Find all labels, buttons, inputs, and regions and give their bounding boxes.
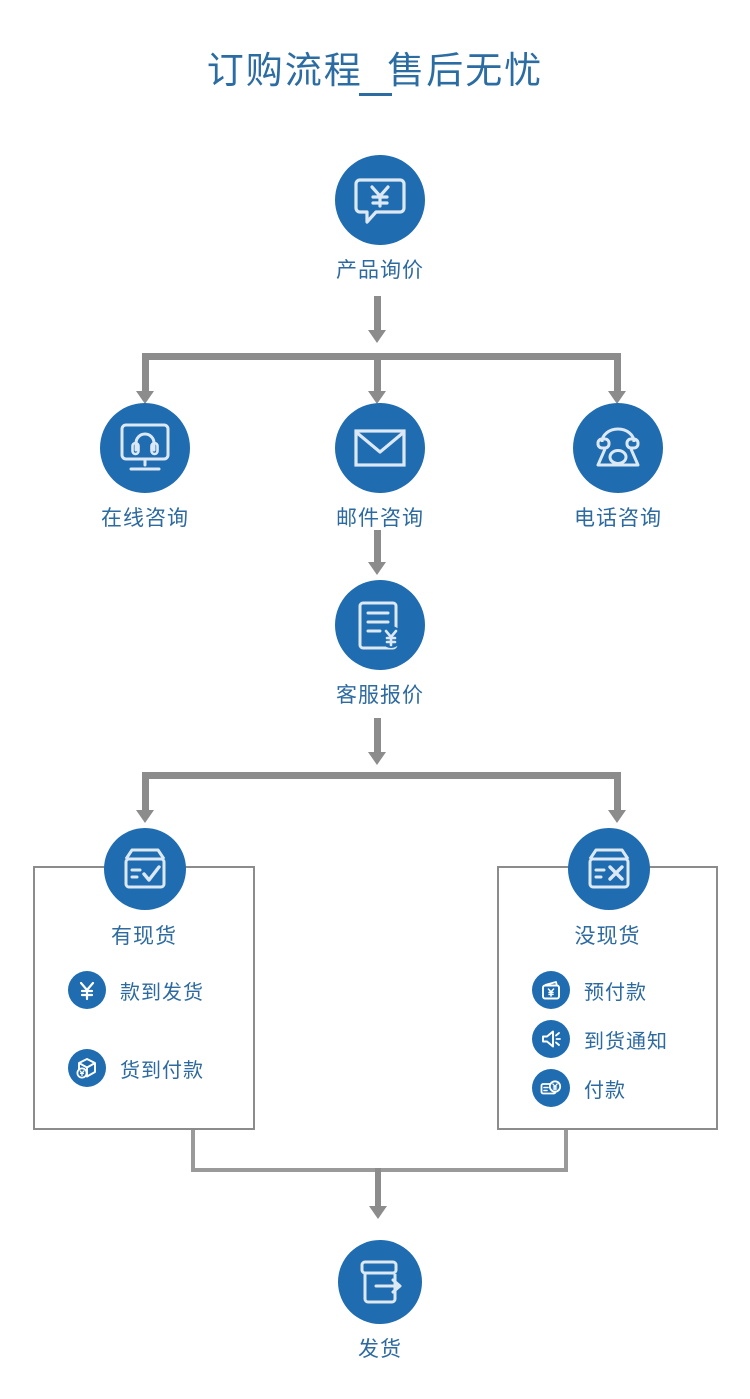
arrowhead-phone [608, 391, 626, 404]
connector-merge-left-drop [191, 1130, 195, 1172]
envelope-icon [353, 427, 407, 469]
node-label: 发货 [358, 1338, 402, 1361]
connector-merge-to-end [375, 1168, 381, 1210]
connector-quote-down [374, 718, 381, 756]
option-label: 预付款 [584, 981, 647, 1004]
node-icon-circle [338, 1240, 422, 1324]
branch-label-in-stock: 有现货 [111, 925, 177, 948]
node-online-consult[interactable]: 在线咨询 [70, 403, 220, 532]
connector-merge-right-drop [564, 1130, 568, 1172]
node-icon-circle [335, 580, 425, 670]
connector-fan3-mid-drop [374, 353, 381, 395]
node-in-stock[interactable] [104, 828, 186, 910]
arrowhead-in-stock [136, 810, 154, 823]
node-icon-circle [104, 828, 186, 910]
arrowhead-quote [368, 562, 386, 575]
node-icon-circle [335, 403, 425, 493]
node-label: 邮件咨询 [336, 507, 424, 530]
node-ship-out[interactable]: 发货 [305, 1240, 455, 1363]
speaker-notify-icon [532, 1020, 570, 1058]
connector-fan2-horizontal [142, 772, 621, 779]
branch-label-out-of-stock: 没现货 [574, 925, 641, 948]
arrowhead-online [136, 391, 154, 404]
node-icon-circle [335, 155, 425, 245]
node-label: 电话咨询 [574, 507, 662, 530]
title-underline [359, 93, 392, 96]
option-row-cash-on-delivery[interactable]: 货到付款 [68, 1049, 204, 1087]
option-label: 货到付款 [120, 1059, 204, 1082]
box-cross-icon [584, 846, 634, 892]
arrowhead-start-down [368, 330, 386, 343]
option-label: 到货通知 [584, 1030, 668, 1053]
connector-start-down [374, 296, 381, 334]
connector-fan3-horizontal [142, 353, 621, 360]
document-yen-icon [354, 599, 406, 651]
card-coin-yen-icon [532, 1069, 570, 1107]
page-title: 订购流程 售后无忧 [206, 50, 544, 91]
arrowhead-email [368, 391, 386, 404]
option-row-arrival-notice[interactable]: 到货通知 [532, 1020, 668, 1058]
node-label: 产品询价 [336, 259, 424, 282]
package-coin-icon [68, 1049, 106, 1087]
node-icon-circle [568, 828, 650, 910]
option-row-payment-before-shipping[interactable]: 款到发货 [68, 971, 204, 1009]
option-row-prepayment[interactable]: 预付款 [532, 971, 647, 1009]
option-label: 付款 [584, 1079, 626, 1102]
wallet-yen-icon [532, 971, 570, 1009]
arrowhead-quote-down [368, 752, 386, 765]
box-check-icon [120, 846, 170, 892]
connector-fan2-right-drop [614, 772, 621, 814]
yen-icon [68, 971, 106, 1009]
node-label: 客服报价 [336, 684, 424, 707]
arrowhead-end [369, 1206, 387, 1219]
node-icon-circle [100, 403, 190, 493]
option-row-payment[interactable]: 付款 [532, 1069, 626, 1107]
node-icon-circle [573, 403, 663, 493]
option-label: 款到发货 [120, 981, 204, 1004]
node-phone-consult[interactable]: 电话咨询 [543, 403, 693, 532]
speech-bubble-yen-icon [353, 175, 407, 225]
monitor-headset-icon [117, 421, 173, 475]
connector-fan3-right-drop [614, 353, 621, 395]
node-service-quote[interactable]: 客服报价 [305, 580, 455, 709]
node-label: 在线咨询 [101, 507, 189, 530]
connector-fan3-left-drop [142, 353, 149, 395]
connector-email-to-quote [374, 530, 381, 566]
arrowhead-out-of-stock [608, 810, 626, 823]
telephone-icon [589, 423, 647, 473]
node-out-of-stock[interactable] [568, 828, 650, 910]
node-email-consult[interactable]: 邮件咨询 [305, 403, 455, 532]
node-product-inquiry[interactable]: 产品询价 [305, 155, 455, 284]
connector-fan2-left-drop [142, 772, 149, 814]
box-arrow-out-icon [355, 1257, 405, 1307]
